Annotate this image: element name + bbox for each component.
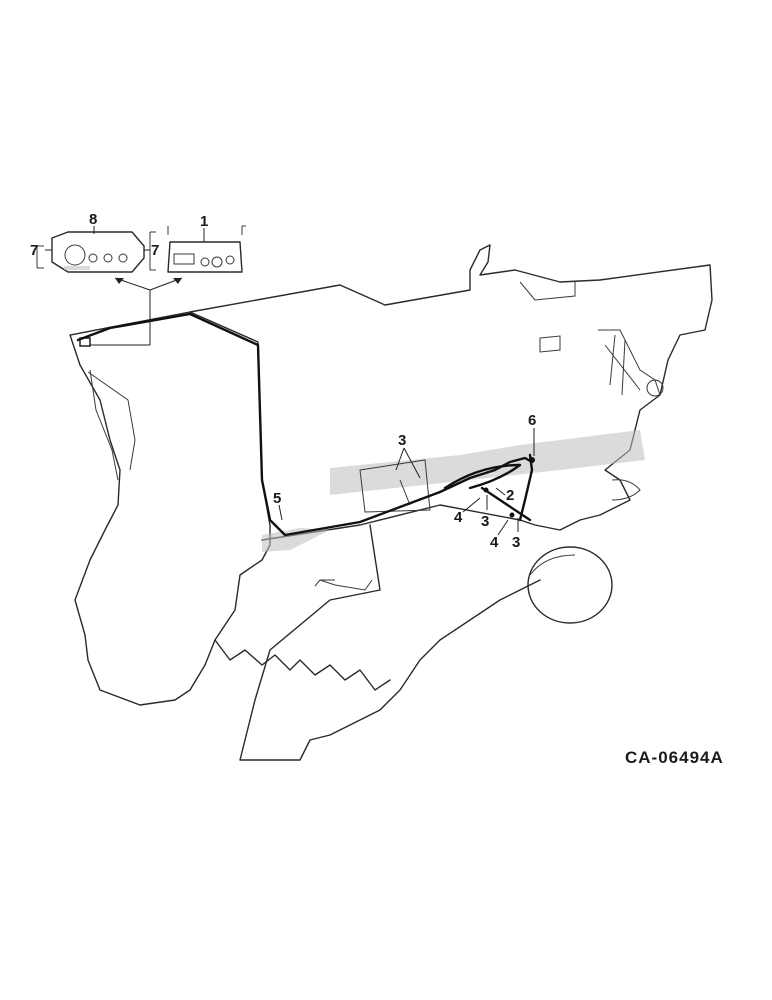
callout-7-right: 7 <box>151 242 159 259</box>
callout-3-middle: 3 <box>481 513 489 530</box>
callout-6: 6 <box>528 412 536 429</box>
callout-2: 2 <box>506 487 514 504</box>
callout-1: 1 <box>200 213 208 230</box>
callout-8: 8 <box>89 211 97 228</box>
callout-4-lower: 4 <box>490 534 499 551</box>
panel-arrows <box>90 277 183 346</box>
callout-labels: 8 1 7 7 3 6 2 4 3 4 3 5 <box>30 211 536 551</box>
callout-3-lower: 3 <box>512 534 520 551</box>
machine-body-outline <box>69 244 713 761</box>
leader-lines <box>45 226 535 536</box>
callout-3-top: 3 <box>398 432 406 449</box>
instrument-panel-8 <box>36 231 156 273</box>
callout-7-left: 7 <box>30 242 38 259</box>
drawing-id-label: CA-06494A <box>625 748 724 767</box>
wiring-harness <box>76 312 535 537</box>
callout-4-upper: 4 <box>454 509 463 526</box>
callout-5: 5 <box>273 490 281 507</box>
switch-panel-1 <box>167 225 246 273</box>
